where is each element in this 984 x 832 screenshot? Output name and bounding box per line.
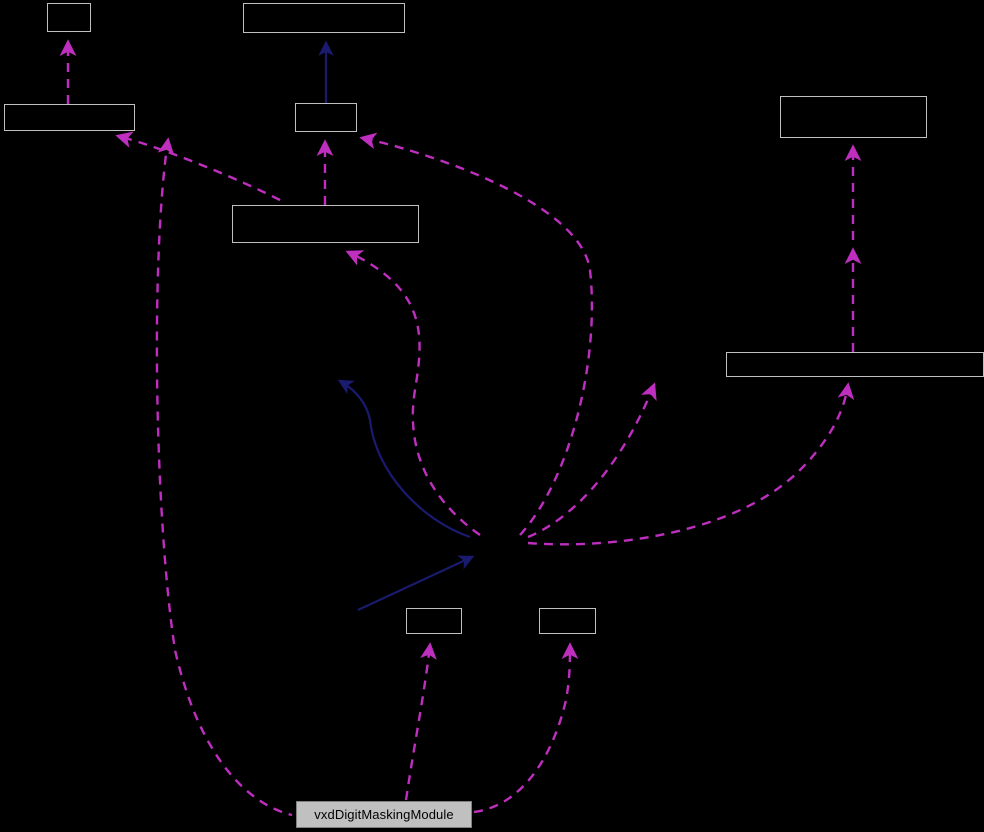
class-node-right-top[interactable]	[780, 96, 927, 138]
class-node-left-wide[interactable]	[4, 104, 135, 131]
edge-hub-stub-right	[527, 382, 657, 539]
class-node-bottom-small-a[interactable]	[406, 608, 462, 634]
edge-main-to-bottom-small-a	[404, 642, 437, 801]
edge-hub-to-right-wide	[527, 382, 855, 546]
edge-hub-anchor	[499, 539, 501, 541]
edge-center-wide-to-left-wide	[115, 131, 281, 202]
edge-hub-to-center-small	[359, 132, 594, 536]
class-node-right-wide[interactable]	[726, 352, 984, 377]
class-node-center-wide[interactable]	[232, 205, 419, 243]
class-node-vxddigitmaskingmodule[interactable]: vxdDigitMaskingModule	[296, 801, 472, 828]
edge-main-to-bottom-small-b	[473, 642, 579, 814]
class-node-bottom-small-b[interactable]	[539, 608, 596, 634]
class-node-center-small[interactable]	[295, 103, 357, 132]
class-node-label: vxdDigitMaskingModule	[314, 807, 454, 822]
class-node-top-left-small[interactable]	[47, 3, 91, 32]
edge-hub-to-blue-up	[337, 379, 471, 539]
edge-hub-to-center-wide	[345, 250, 481, 536]
class-node-top-center-wide[interactable]	[243, 3, 405, 33]
edge-main-to-hub	[357, 555, 475, 611]
